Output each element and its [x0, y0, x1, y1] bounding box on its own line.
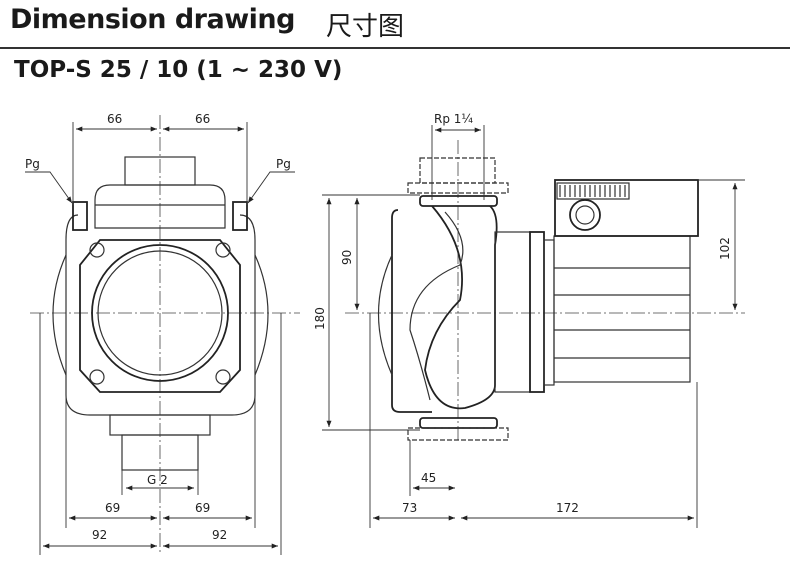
dim-label: 92 [92, 528, 107, 542]
dim-label: 69 [195, 501, 210, 515]
thread-label: G 2 [147, 473, 168, 487]
dim-label: 66 [107, 112, 122, 126]
dim-label: 73 [402, 501, 417, 515]
side-view: 180 90 102 Rp 1¼ 45 73 172 [313, 112, 745, 528]
knob-icon [569, 199, 601, 231]
pg-label-left: Pg [25, 157, 40, 171]
title-divider [0, 47, 790, 49]
pg-label-right: Pg [276, 157, 291, 171]
front-view: 66 66 Pg Pg G 2 69 69 92 92 [25, 112, 300, 555]
thread-label: Rp 1¼ [434, 112, 473, 126]
dim-label: 45 [421, 471, 436, 485]
model-subtitle: TOP-S 25 / 10 (1 ~ 230 V) [14, 57, 343, 83]
dim-label: 180 [313, 307, 327, 330]
page-title: Dimension drawing [10, 4, 295, 35]
dim-label: 66 [195, 112, 210, 126]
page-title-cn: 尺寸图 [326, 12, 405, 42]
dim-label: 69 [105, 501, 120, 515]
dim-label: 102 [718, 237, 732, 260]
dim-label: 172 [556, 501, 579, 515]
dim-label: 90 [340, 250, 354, 265]
dim-label: 92 [212, 528, 227, 542]
